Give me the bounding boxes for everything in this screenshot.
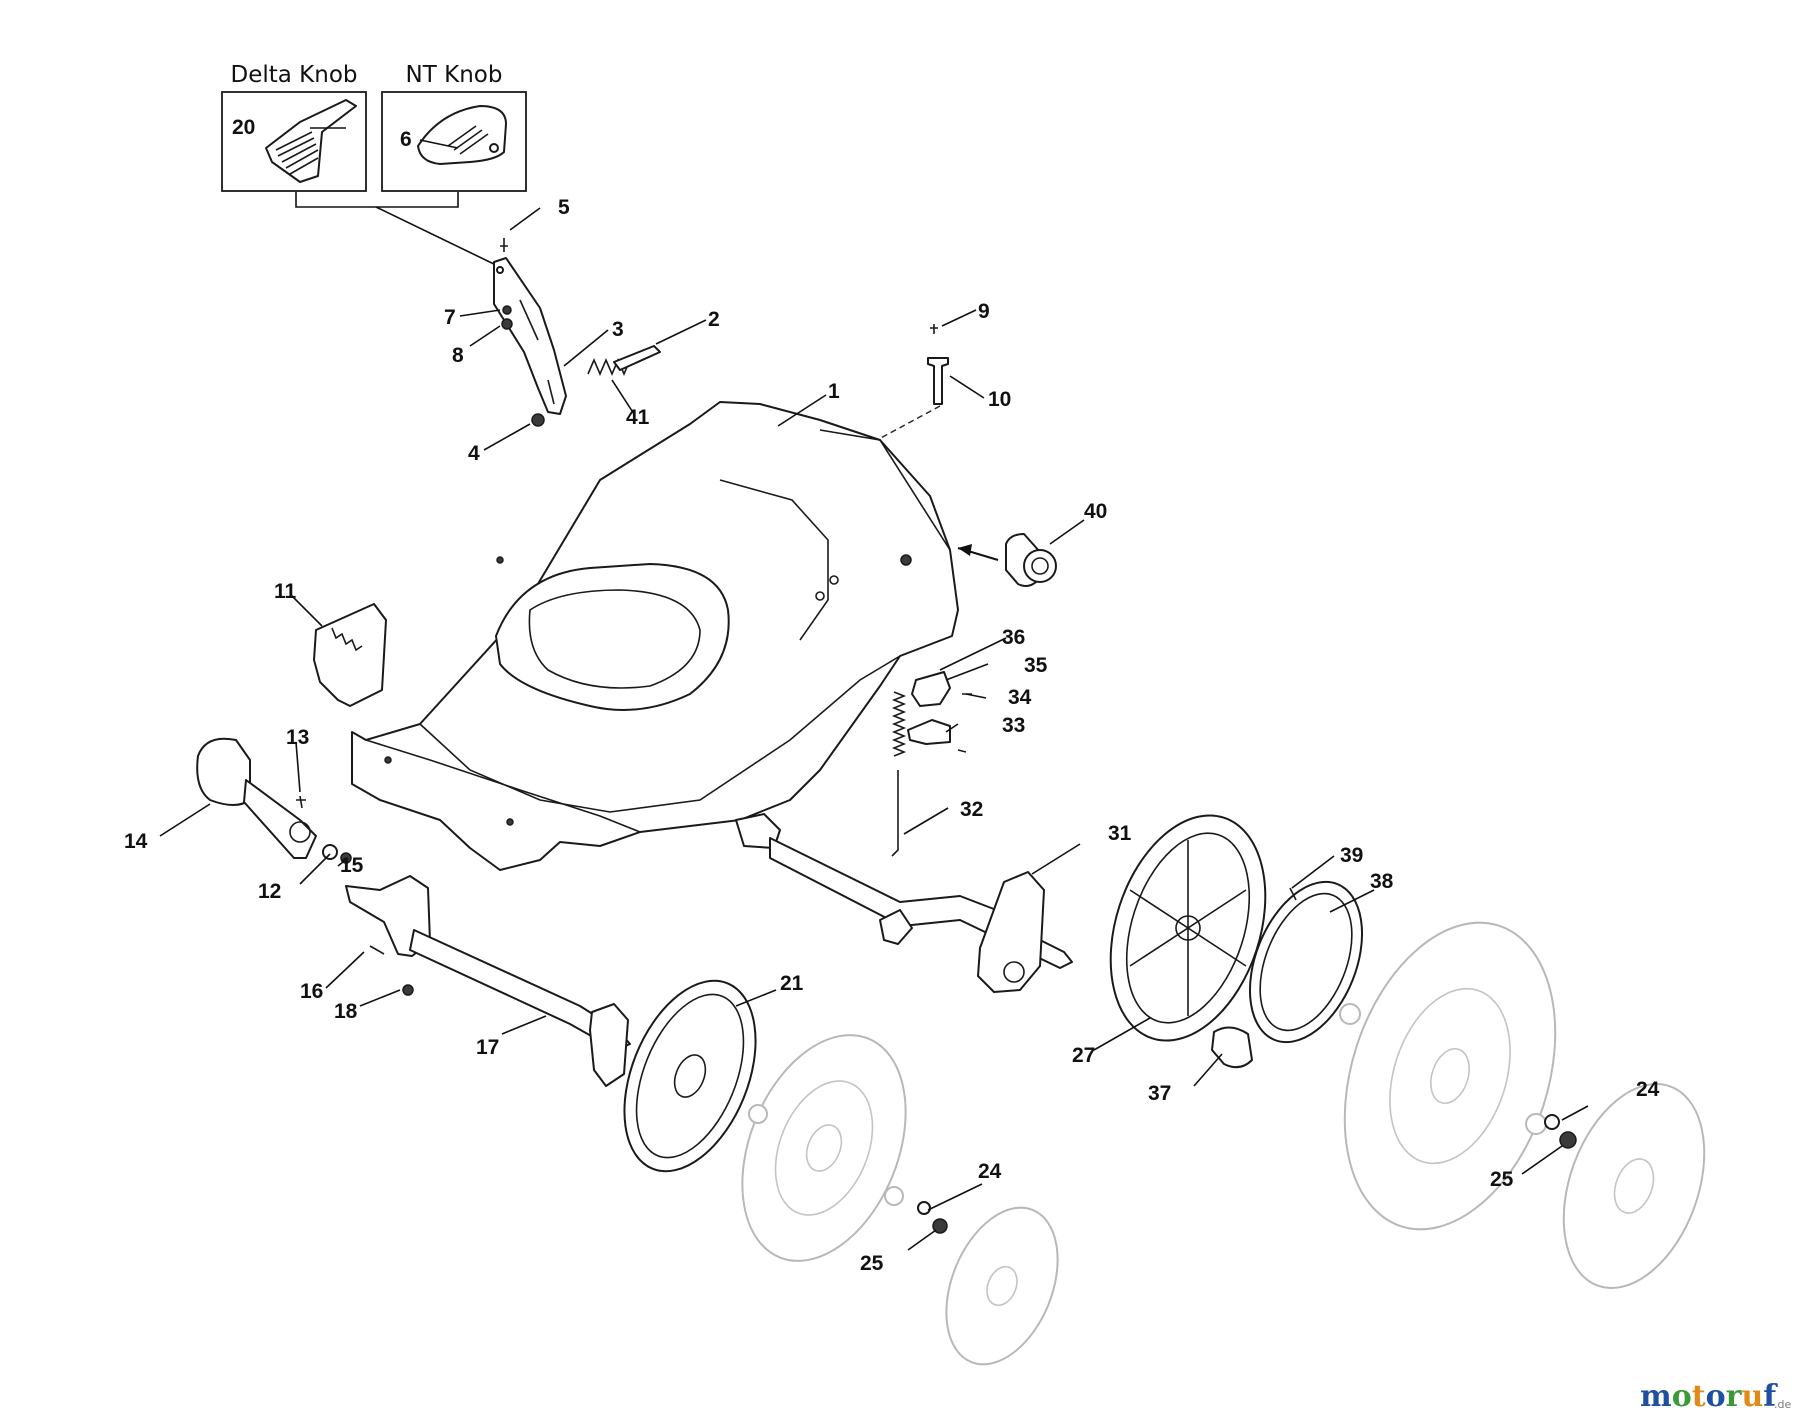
- logo-text: motoruf: [1640, 1379, 1778, 1414]
- callout-27: 27: [1072, 1044, 1095, 1067]
- nut-8: [501, 318, 513, 330]
- logo-letter: r: [1726, 1379, 1743, 1414]
- logo-letter: o: [1706, 1379, 1726, 1414]
- callout-4: 4: [468, 442, 480, 465]
- leader-lines: [159, 127, 1589, 1251]
- nt-knob-box: [381, 91, 527, 192]
- logo-letter: u: [1741, 1379, 1763, 1414]
- bushing-40: [957, 533, 1057, 587]
- callout-35: 35: [1024, 654, 1048, 677]
- lever-spring: [587, 357, 631, 377]
- nt-knob-part: [417, 105, 507, 165]
- delta-knob-title: Delta Knob: [230, 62, 357, 88]
- washer-7: [502, 305, 512, 315]
- callout-9: 9: [978, 300, 990, 323]
- callout-40: 40: [1084, 500, 1107, 523]
- lever-pin: [613, 345, 661, 371]
- callout-39: 39: [1340, 844, 1363, 867]
- callout-7: 7: [444, 306, 456, 329]
- clamp-parts: [907, 671, 972, 753]
- callout-20: 20: [232, 116, 255, 139]
- height-lever: [493, 257, 567, 415]
- rear-axle: [735, 813, 1073, 993]
- callout-38: 38: [1370, 870, 1394, 893]
- callout-33: 33: [1002, 714, 1025, 737]
- height-lever-assembly: [493, 238, 661, 427]
- screws-33-35: [957, 693, 972, 753]
- nt-knob-title: NT Knob: [406, 62, 503, 88]
- callout-5: 5: [558, 196, 570, 219]
- logo-letter: t: [1692, 1379, 1706, 1414]
- mower-deck: [351, 401, 959, 871]
- callout-36: 36: [1002, 626, 1025, 649]
- motoruf-logo: motoruf .de: [1640, 1379, 1791, 1414]
- callout-18: 18: [334, 1000, 358, 1023]
- callout-1: 1: [828, 380, 840, 403]
- callout-13: 13: [286, 726, 309, 749]
- callout-37: 37: [1148, 1082, 1171, 1105]
- logo-wordmark: motoruf: [1640, 1379, 1778, 1414]
- callout-8: 8: [452, 344, 464, 367]
- rear-drive: [1109, 814, 1364, 1069]
- logo-letter: f: [1763, 1379, 1778, 1414]
- callout-24-rear: 24: [1636, 1078, 1660, 1101]
- callout-41: 41: [626, 406, 650, 429]
- logo-letter: o: [1672, 1379, 1692, 1414]
- logo-suffix: .de: [1774, 1398, 1791, 1411]
- delta-knob-part: [265, 99, 357, 183]
- callout-3: 3: [612, 318, 624, 341]
- callout-21: 21: [780, 972, 804, 995]
- callout-25-rear: 25: [1490, 1168, 1514, 1191]
- callout-17: 17: [476, 1036, 499, 1059]
- callout-31: 31: [1108, 822, 1132, 845]
- knob-insets: Delta Knob NT Knob: [221, 62, 527, 267]
- callout-2: 2: [708, 308, 720, 331]
- callout-numbers: 1 2 3 4 5 6 7 8 9 10 11 12 13 14 15 16 1…: [124, 116, 1660, 1275]
- callout-15: 15: [340, 854, 364, 877]
- callout-14: 14: [124, 830, 148, 853]
- clamp-36: [911, 671, 951, 707]
- callout-10: 10: [988, 388, 1011, 411]
- front-wheel-inner: [623, 979, 757, 1173]
- front-handle: [196, 737, 352, 864]
- callout-12: 12: [258, 880, 281, 903]
- spring-32: [891, 691, 907, 857]
- rear-wheel-outer: [1339, 921, 1706, 1289]
- callout-24-front: 24: [978, 1160, 1002, 1183]
- callout-6: 6: [400, 128, 412, 151]
- callout-25-front: 25: [860, 1252, 884, 1275]
- callout-11: 11: [274, 580, 297, 603]
- callout-34: 34: [1008, 686, 1032, 709]
- nut-4: [531, 413, 545, 427]
- callout-32: 32: [960, 798, 983, 821]
- front-axle: [345, 875, 631, 1087]
- screw-5: [500, 238, 508, 252]
- callout-16: 16: [300, 980, 323, 1003]
- inset-connector: [295, 192, 499, 267]
- height-plate: [313, 603, 387, 707]
- delta-knob-box: [221, 91, 367, 192]
- logo-letter: m: [1640, 1379, 1672, 1414]
- bracket-34: [907, 719, 951, 745]
- front-wheel-outer: [741, 1034, 1059, 1366]
